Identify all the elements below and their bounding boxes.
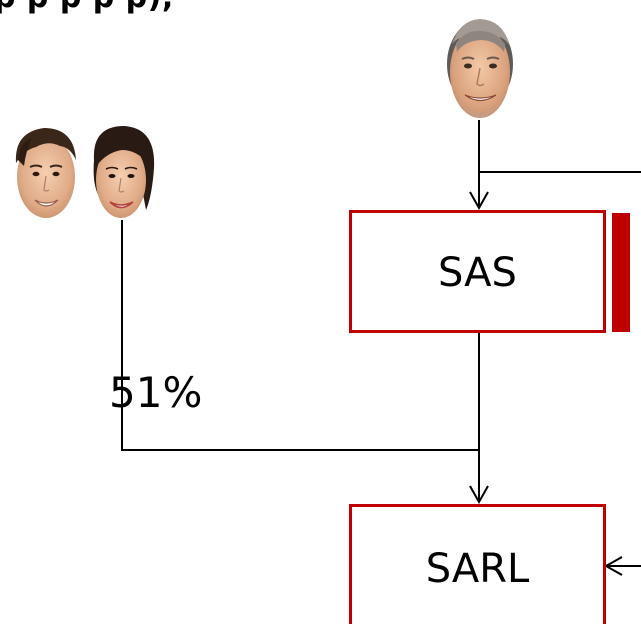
sas-box	[349, 210, 606, 333]
young-woman-face-icon	[93, 126, 155, 218]
arrow-into-sas	[469, 191, 489, 211]
sas-side-bar	[612, 213, 630, 332]
diagram-title: p p p p p),	[0, 0, 174, 14]
sas-label: SAS	[438, 250, 517, 296]
young-man-face-icon	[15, 128, 76, 218]
sarl-box	[349, 504, 606, 624]
arrow-into-sarl	[469, 485, 489, 505]
title-clip: p p p p p),	[0, 0, 641, 14]
older-man-face-icon	[447, 19, 513, 118]
couple-line	[121, 220, 479, 451]
couple-share-label: 51%	[109, 368, 203, 417]
connector-lines	[121, 120, 641, 567]
sarl-label: SARL	[425, 546, 530, 592]
